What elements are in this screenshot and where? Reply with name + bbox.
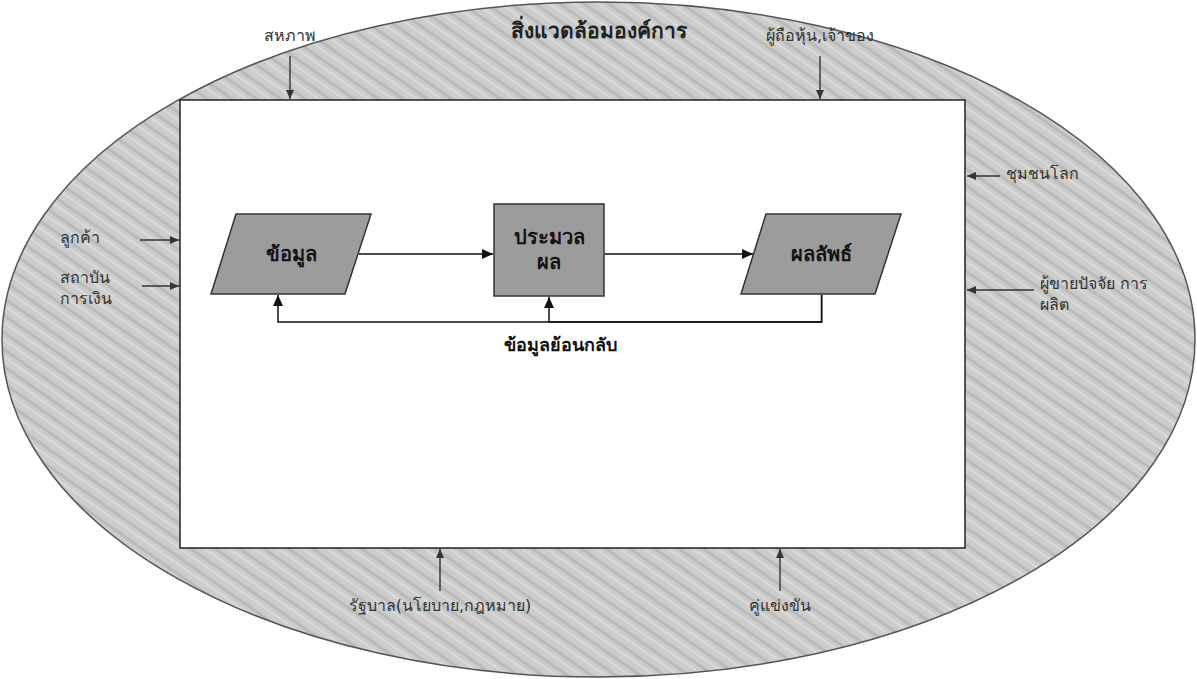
parallelogram-shape: [741, 214, 901, 294]
environment-factor: รัฐบาล(นโยบาย,กฎหมาย): [290, 596, 590, 617]
factor-label: ชุมชนโลก: [1006, 164, 1079, 183]
factor-label: ผู้ขายปัจจัย การผลิต: [1040, 274, 1148, 314]
environment-factor: สถาบัน การเงิน: [60, 268, 140, 310]
flow-connector: [359, 253, 493, 255]
environment-title: สิ่งแวดล้อมองค์การ: [511, 19, 687, 43]
leader-arrow: [289, 56, 290, 99]
factor-label: รัฐบาล(นโยบาย,กฎหมาย): [349, 596, 532, 615]
factor-label: คู่แข่งขัน: [749, 596, 811, 615]
environment-factor: ผู้ถือหุ้น,เจ้าของ: [740, 26, 900, 47]
factor-label: สหภาพ: [264, 26, 316, 45]
node-label: ผลลัพธ์: [791, 242, 852, 267]
box-shape: [494, 204, 604, 296]
title-wrap: สิ่งแวดล้อมองค์การ: [0, 14, 1197, 47]
input-parallelogram: ข้อมูล: [210, 213, 372, 295]
edge-label: ข้อมูลย้อนกลับ: [500, 330, 621, 359]
factor-label: สถาบัน การเงิน: [60, 268, 112, 308]
leader-arrow: [439, 549, 440, 591]
flow-connector: [549, 295, 822, 322]
flow-connector: [278, 295, 822, 322]
leader-arrow: [967, 289, 1034, 290]
environment-factor: ลูกค้า: [60, 228, 140, 249]
leader-arrow: [142, 285, 179, 286]
leader-arrow: [819, 56, 820, 99]
environment-factor: สหภาพ: [240, 26, 340, 47]
factor-label: ลูกค้า: [60, 228, 100, 247]
node-inner: ประมวล ผล: [493, 203, 605, 297]
node-inner: ผลลัพธ์: [740, 213, 902, 295]
leader-arrow: [779, 549, 780, 591]
process-box: ประมวล ผล: [493, 203, 605, 297]
leader-arrow: [140, 239, 179, 240]
leader-arrow: [967, 175, 1000, 176]
flow-connector: [605, 253, 753, 255]
input-leaders: [140, 56, 1034, 591]
node-label: ข้อมูล: [266, 242, 317, 267]
environment-factor: ชุมชนโลก: [1006, 164, 1106, 185]
parallelogram-shape: [211, 214, 371, 294]
environment-factor: คู่แข่งขัน: [700, 596, 860, 617]
node-inner: ข้อมูล: [210, 213, 372, 295]
environment-factor: ผู้ขายปัจจัย การผลิต: [1040, 274, 1152, 316]
node-label: ประมวล ผล: [503, 225, 595, 275]
system-boundary: [180, 100, 965, 548]
factor-label: ผู้ถือหุ้น,เจ้าของ: [766, 26, 874, 45]
output-parallelogram: ผลลัพธ์: [740, 213, 902, 295]
